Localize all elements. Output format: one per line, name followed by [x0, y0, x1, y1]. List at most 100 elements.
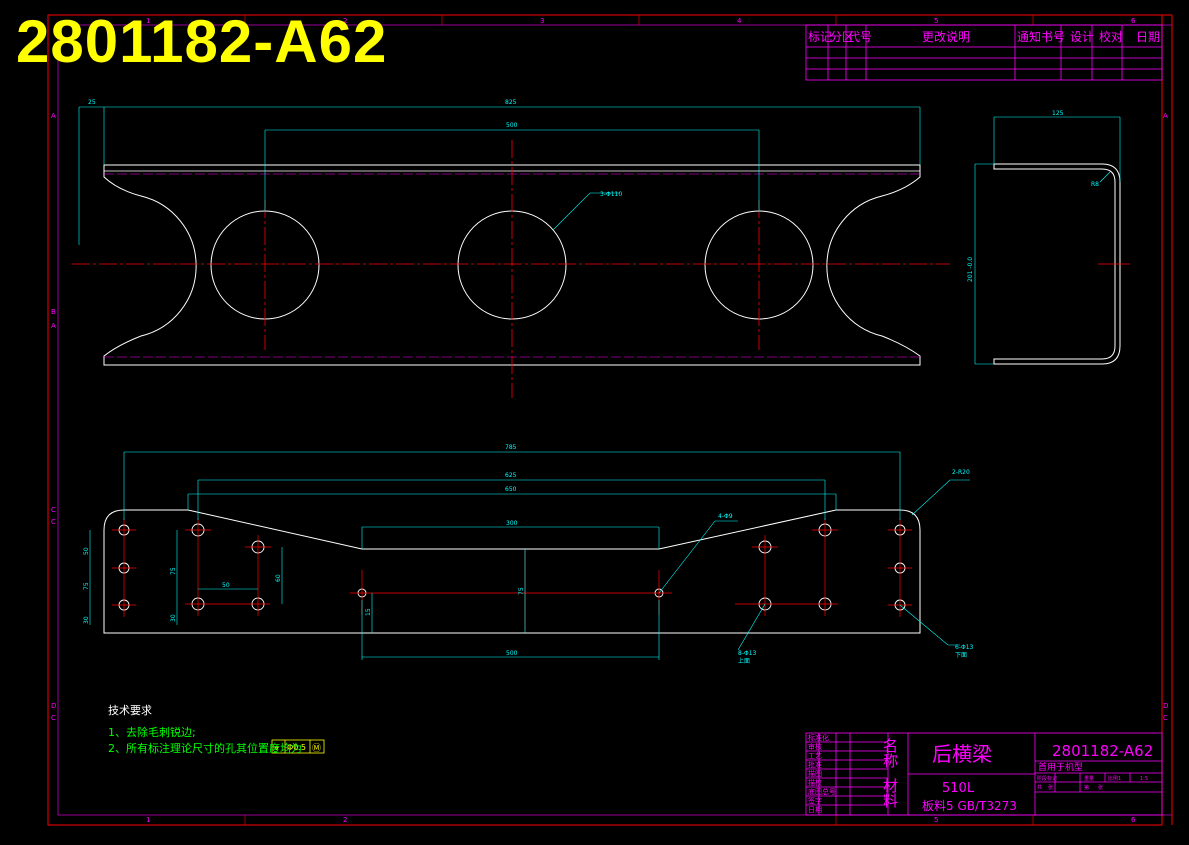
tb-cell: 张 — [1098, 784, 1103, 791]
zone-letter: A — [1163, 112, 1168, 120]
dim-text: 上面 — [738, 657, 750, 665]
tol-symbol: ⌖ — [274, 744, 279, 754]
title-block — [805, 732, 1163, 816]
title-block-labels: 名称 材料 — [881, 738, 899, 808]
tb-material-1: 510L — [942, 781, 975, 796]
tb-scale-row: 阶段标记 重量 比例 1 1:5 共 张 第 张 — [1037, 775, 1148, 791]
tb-row-label: 审核 — [808, 742, 822, 751]
zone-letter: C — [1163, 714, 1168, 722]
tech-item: 2、所有标注理论尺寸的孔其位置度均为 — [108, 742, 302, 755]
revision-headers: 标记 分区 代号 更改说明 通知书号 设计 校对 日期 — [808, 29, 1160, 44]
tb-row-label: 描图 — [808, 769, 822, 778]
dim-text: 50 — [222, 582, 230, 589]
zone-letter: D — [51, 702, 56, 710]
zone-num: 6 — [1131, 17, 1136, 25]
tb-cell: 阶段标记 — [1037, 775, 1057, 782]
zone-letter: A — [51, 112, 56, 120]
zone-letter: C — [51, 714, 56, 722]
dim-radius: R8 — [1091, 181, 1099, 188]
tb-part-name: 后横梁 — [932, 742, 992, 766]
tol-value: Φ0.5 — [287, 743, 306, 752]
tol-modifier: Ⓜ — [312, 743, 321, 754]
front-dimensions — [78, 106, 921, 245]
dim-text: 50 — [83, 547, 90, 555]
tb-cell: 第 — [1084, 784, 1089, 791]
inner-frame — [57, 24, 1173, 816]
side-view: 125 R8 201 -0.0 — [967, 110, 1130, 365]
plan-centerlines — [112, 518, 912, 630]
zone-letter: A — [51, 322, 56, 330]
position-tolerance-frame: ⌖ Φ0.5 Ⓜ — [271, 739, 325, 754]
tb-cell: 重量 — [1084, 775, 1094, 782]
tb-name-label: 名称 — [881, 738, 899, 769]
tb-drawing-no: 2801182-A62 — [1052, 742, 1153, 760]
plan-dimensions — [89, 451, 970, 660]
tech-heading: 技术要求 — [108, 704, 152, 717]
dim-text: 75 — [518, 587, 525, 595]
tb-row-label: 标准化 — [808, 733, 829, 742]
rev-header: 校对 — [1099, 29, 1123, 44]
dim-text: 8-Φ13 — [738, 650, 757, 657]
tb-row-label: 工艺 — [808, 752, 822, 760]
dim-offset: 25 — [88, 99, 96, 106]
dim-text: 下面 — [955, 652, 967, 659]
tb-row-label: 底图总号 — [808, 787, 836, 796]
zone-num: 5 — [934, 816, 938, 824]
zone-num: 2 — [343, 17, 347, 25]
dim-text: 30 — [170, 614, 177, 622]
dim-text: 500 — [506, 650, 518, 657]
tb-row-label: 签字 — [808, 796, 822, 805]
zone-num: 1 — [146, 17, 150, 25]
revision-table — [805, 24, 1163, 81]
side-dim-texts: 125 R8 201 -0.0 — [967, 110, 1099, 282]
zone-letter: C — [51, 506, 56, 514]
dim-text: 6-Φ13 — [955, 644, 974, 651]
dim-text: 625 — [505, 472, 517, 479]
zone-num: 5 — [934, 17, 938, 25]
dim-text: 15 — [365, 608, 372, 616]
tb-material-2: 板料5 GB/T3273 — [922, 799, 1017, 813]
plan-view: 785 625 650 300 500 50 2-R20 4-Φ9 8-Φ13 … — [83, 444, 974, 665]
tb-cell: 共 — [1037, 784, 1042, 791]
side-view-outline — [993, 163, 1121, 365]
rev-header: 更改说明 — [922, 29, 970, 44]
dim-text: 650 — [505, 486, 517, 493]
rev-header: 分区 — [830, 30, 854, 44]
zone-num: 2 — [343, 816, 347, 824]
zone-num: 6 — [1131, 816, 1136, 824]
drawing-number-title: 2801182-A62 — [16, 8, 388, 75]
zone-numbers-top: 1 2 3 4 5 6 — [146, 17, 1136, 25]
tb-row-label: 批准 — [808, 760, 822, 769]
front-dim-texts: 25 825 500 3-Φ110 — [88, 99, 622, 198]
dim-text: 785 — [505, 444, 517, 451]
tb-cell: 比例 — [1108, 775, 1118, 782]
tb-row-label: 描校 — [808, 778, 822, 787]
rev-header: 代号 — [848, 30, 872, 44]
dim-width: 125 — [1052, 110, 1064, 117]
tb-material-label: 材料 — [881, 778, 899, 808]
tb-row-label: 日期 — [808, 806, 822, 814]
tb-cell: 1:5 — [1140, 776, 1148, 782]
dim-text: 30 — [83, 616, 90, 624]
plan-dim-texts: 785 625 650 300 500 50 2-R20 4-Φ9 8-Φ13 … — [83, 444, 974, 665]
rev-header: 日期 — [1136, 30, 1160, 44]
dim-height: 201 -0.0 — [967, 257, 974, 282]
zone-numbers-bottom: 1 2 5 6 — [146, 816, 1136, 824]
zone-letter: D — [1163, 702, 1168, 710]
zone-letter: C — [51, 518, 56, 526]
dim-text: 4-Φ9 — [718, 513, 733, 520]
zone-ticks — [244, 15, 1034, 825]
dim-text: 60 — [275, 574, 282, 582]
dim-overall: 825 — [505, 99, 517, 106]
technical-requirements: 技术要求 1、去除毛刺锐边; 2、所有标注理论尺寸的孔其位置度均为 — [108, 703, 302, 757]
zone-num: 4 — [737, 17, 742, 25]
tb-sub-title: 首用于机型 — [1038, 761, 1083, 773]
front-view: 25 825 500 3-Φ110 — [72, 99, 950, 398]
dim-holes: 3-Φ110 — [600, 191, 622, 198]
tb-cell: 1 — [1118, 776, 1121, 782]
title-block-rows: 标准化 审核 工艺 批准 描图 描校 底图总号 签字 日期 — [808, 733, 836, 814]
dim-text: 300 — [506, 520, 518, 527]
zone-letter: B — [51, 308, 56, 316]
rev-header: 通知书号 — [1017, 30, 1065, 44]
